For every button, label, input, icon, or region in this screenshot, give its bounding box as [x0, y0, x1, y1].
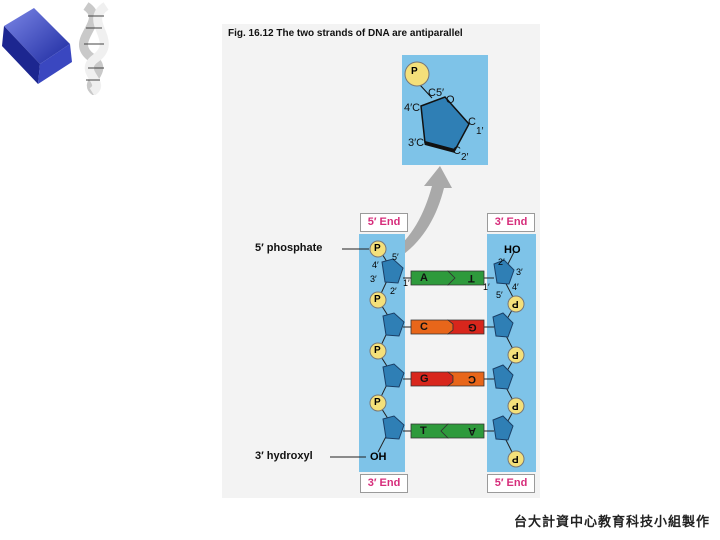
base-t-right: [447, 270, 485, 286]
base-letter-right: A: [468, 425, 476, 437]
zoom-c2-number: 2′: [461, 152, 469, 163]
base-a-right: [440, 423, 485, 439]
base-letter-right: G: [468, 321, 477, 333]
left-strand-bottom-end: 3′ End: [360, 474, 408, 493]
right-carbon-2-label: 2′: [498, 257, 505, 267]
base-c-right: [446, 371, 485, 387]
left-phosphate-letter: P: [374, 345, 381, 356]
right-sugar-icon: [492, 415, 514, 441]
left-strand-top-end: 5′ End: [360, 213, 408, 232]
right-strand-top-end: 3′ End: [487, 213, 535, 232]
left-sugar-icon: [382, 363, 405, 388]
base-letter-left: T: [420, 425, 427, 437]
left-phosphate-letter: P: [374, 294, 381, 305]
right-sugar-icon: [492, 312, 514, 338]
left-phosphate-letter: P: [374, 397, 381, 408]
blue-cube-side-icon: [2, 26, 40, 84]
right-sugar-icon: [493, 259, 515, 285]
right-phosphate-icon: [507, 295, 525, 313]
base-letter-right: C: [468, 373, 476, 385]
left-sugar-icon: [381, 258, 404, 284]
base-letter-left: A: [420, 272, 428, 284]
left-carbon-2-label: 2′: [390, 286, 397, 296]
right-phosphate-letter: P: [512, 453, 519, 464]
right-carbon-5-label: 5′: [496, 290, 503, 300]
right-strand-bottom-end: 5′ End: [487, 474, 535, 493]
base-letter-left: G: [420, 373, 429, 385]
left-sugar-icon: [382, 312, 405, 337]
left-carbon-5-label: 5′: [392, 252, 399, 262]
right-hydroxyl-label: HO: [504, 244, 521, 256]
right-carbon-3-label: 3′: [516, 267, 523, 277]
zoom-sugar-ring-icon: [420, 96, 470, 151]
zoom-c1-number: 1′: [476, 126, 484, 137]
right-phosphate-letter: P: [512, 298, 519, 309]
right-phosphate-letter: P: [512, 349, 519, 360]
left-phosphate-letter: P: [374, 243, 381, 254]
footer-credit: 台大計資中心教育科技小組製作: [513, 515, 710, 530]
right-carbon-1-label: 1′: [483, 282, 490, 292]
left-carbon-4-label: 4′: [372, 260, 379, 270]
zoom-arrow-icon: [388, 166, 452, 262]
right-phosphate-icon: [507, 397, 525, 415]
blue-cube-front-icon: [38, 44, 72, 84]
phosphate-end-label: 5′ phosphate: [255, 242, 323, 254]
base-g-right: [446, 319, 485, 335]
right-sugar-icon: [492, 364, 514, 390]
left-sugar-icon: [382, 415, 405, 440]
right-phosphate-letter: P: [512, 400, 519, 411]
base-letter-right: T: [468, 272, 475, 284]
zoom-phosphate-icon: [404, 61, 430, 87]
zoom-c3-label: 3′C: [408, 137, 425, 149]
zoom-c5-label: C5′: [428, 87, 445, 99]
base-pairs: [403, 270, 494, 439]
zoom-c1-label: C: [468, 116, 476, 128]
right-phosphate-icon: [507, 450, 525, 468]
left-carbon-1-label: 1′: [403, 278, 410, 288]
left-carbon-3-label: 3′: [370, 274, 377, 284]
figure-title: Fig. 16.12 The two strands of DNA are an…: [228, 28, 463, 39]
base-letter-left: C: [420, 321, 428, 333]
zoom-c2-label: C: [453, 145, 461, 157]
zoom-ring-oxygen-label: O: [446, 94, 455, 106]
left-phosphate-icon: [369, 291, 387, 309]
base-a-left: [410, 270, 456, 286]
left-phosphate-icon: [369, 240, 387, 258]
double-helix-icon: [79, 2, 109, 95]
zoom-phosphate-label: P: [411, 66, 418, 77]
right-phosphate-icon: [507, 346, 525, 364]
dna-logo-icon: [2, 2, 109, 95]
left-phosphate-icon: [369, 342, 387, 360]
base-g-left: [410, 371, 454, 387]
right-carbon-4-label: 4′: [512, 282, 519, 292]
left-phosphate-icon: [369, 394, 387, 412]
hydroxyl-end-label: 3′ hydroxyl: [255, 450, 313, 462]
blue-cube-top-icon: [4, 8, 70, 64]
left-hydroxyl-label: OH: [370, 451, 387, 463]
base-c-left: [410, 319, 454, 335]
zoom-c4-label: 4′C: [404, 102, 421, 114]
